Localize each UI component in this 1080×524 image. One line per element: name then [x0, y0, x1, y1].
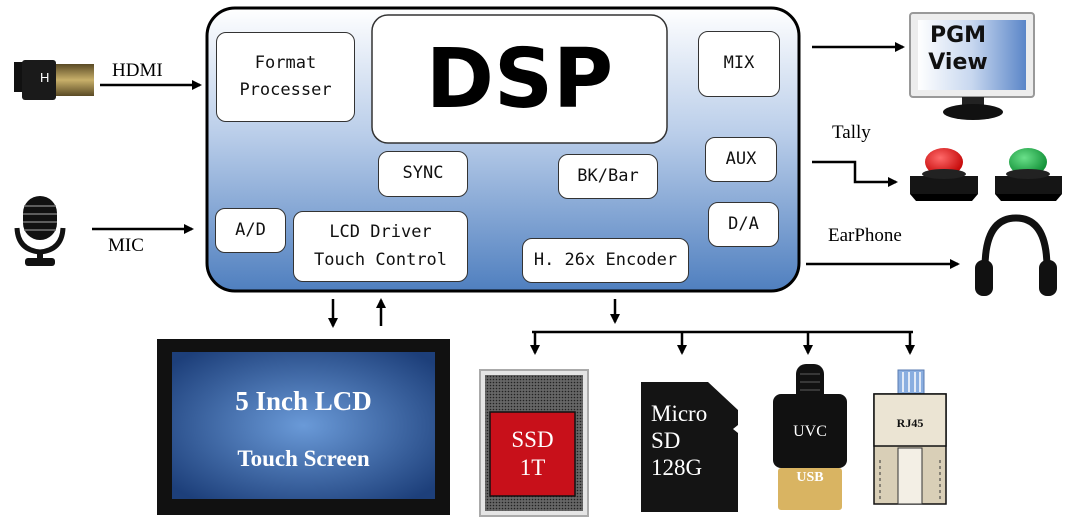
- mic-label: MIC: [108, 235, 144, 256]
- dsp-title-box: [371, 14, 668, 144]
- microsd-label: Micro SD 128G: [651, 400, 707, 481]
- lcd-driver-line1: LCD Driver: [329, 222, 432, 243]
- ssd-label: SSD 1T: [490, 426, 575, 482]
- da-box: D/A: [708, 202, 779, 247]
- format-processer-line2: Processer: [239, 80, 332, 100]
- sync-label: SYNC: [402, 163, 444, 184]
- aux-box: AUX: [705, 137, 777, 182]
- usb-label: USB: [796, 470, 824, 485]
- ad-box: A/D: [215, 208, 286, 253]
- usb-uvc-stick-icon: [773, 364, 847, 510]
- headphones-icon: [975, 214, 1057, 296]
- tally-arrow: [812, 160, 898, 187]
- da-label: D/A: [728, 213, 759, 234]
- microsd-icon: [641, 382, 738, 512]
- tally-label: Tally: [832, 122, 871, 143]
- microphone-icon: [14, 196, 66, 266]
- uvc-label: UVC: [793, 423, 827, 440]
- rj45-connector-icon: [873, 369, 947, 505]
- ssd-line1: SSD: [511, 427, 554, 452]
- rj45-label: RJ45: [896, 416, 924, 430]
- microsd-line3: 128G: [651, 455, 703, 480]
- pgm-line1: PGM: [929, 23, 987, 48]
- lcd-touch-screen: [157, 339, 450, 515]
- pgm-monitor-icon: [909, 12, 1035, 120]
- bk-bar-label: BK/Bar: [577, 165, 639, 186]
- sync-box: SYNC: [378, 151, 468, 197]
- lcd-line1: 5 Inch LCD: [235, 386, 372, 416]
- tally-red-light-icon: [910, 148, 978, 201]
- pgm-view-label: PGM View: [918, 22, 998, 76]
- ssd-line2: 1T: [519, 455, 546, 480]
- encoder-output-tree: [530, 299, 915, 355]
- earphone-label: EarPhone: [828, 225, 902, 246]
- aux-label: AUX: [725, 148, 757, 169]
- mix-box: MIX: [698, 31, 780, 97]
- dsp-title: DSP: [425, 32, 614, 127]
- format-processer-line1: Format: [254, 52, 317, 73]
- encoder-box: H. 26x Encoder: [522, 238, 689, 283]
- lcd-driver-line2: Touch Control: [313, 249, 448, 270]
- ssd-icon: [479, 369, 589, 517]
- pgm-line2: View: [928, 50, 988, 75]
- mix-label: MIX: [723, 53, 755, 74]
- hdmi-plug-icon: [14, 60, 94, 100]
- bk-bar-box: BK/Bar: [558, 154, 658, 199]
- lcd-line2: Touch Screen: [237, 446, 370, 471]
- ad-label: A/D: [235, 219, 266, 240]
- microsd-line2: SD: [651, 428, 681, 453]
- hdmi-plug-letter: H: [40, 70, 50, 85]
- hdmi-label: HDMI: [112, 60, 163, 81]
- tally-green-light-icon: [995, 148, 1062, 201]
- microsd-line1: Micro: [651, 401, 708, 426]
- encoder-label: H. 26x Encoder: [533, 249, 678, 270]
